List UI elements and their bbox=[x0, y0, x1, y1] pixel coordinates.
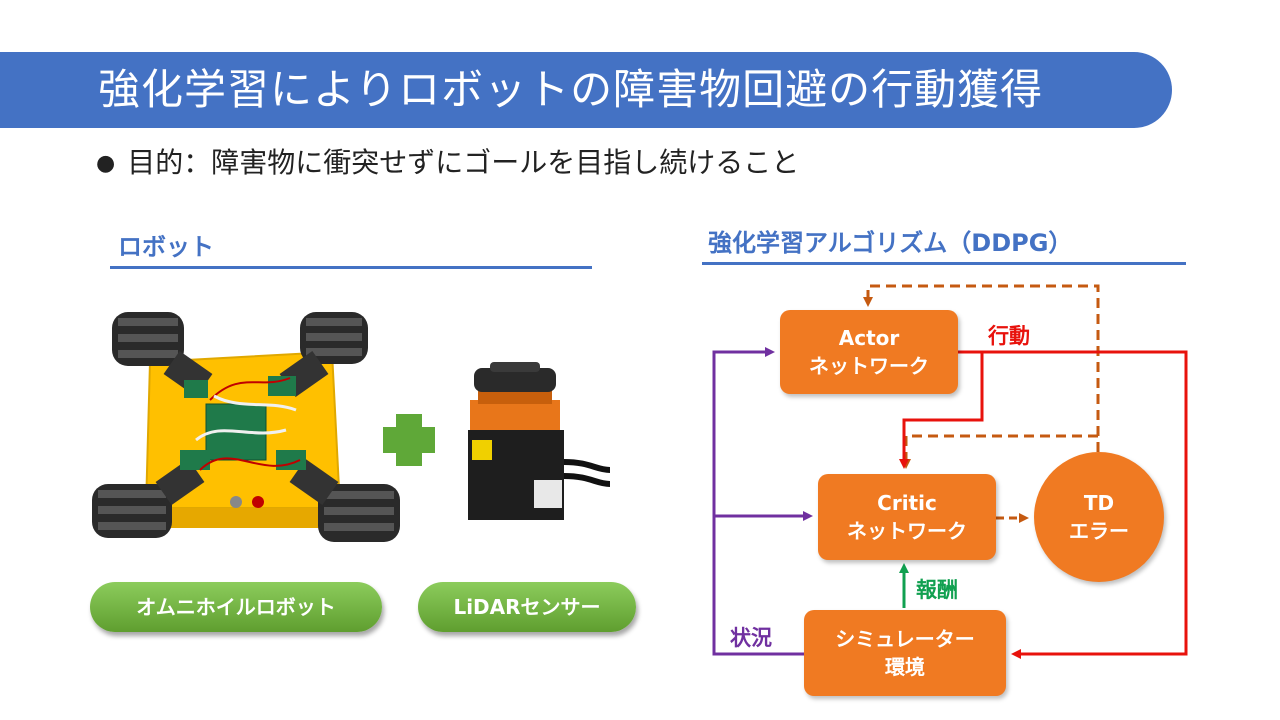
algorithm-section-rule bbox=[702, 262, 1186, 265]
bullet-dot-icon: ● bbox=[96, 151, 116, 176]
algorithm-section-heading: 強化学習アルゴリズム（DDPG） bbox=[708, 229, 1073, 257]
robot-section-heading: ロボット bbox=[118, 233, 214, 261]
td-node-line2: エラー bbox=[1069, 519, 1129, 543]
actor-to-critic-arrow bbox=[899, 350, 984, 469]
plus-icon bbox=[383, 414, 435, 466]
actor-network-node: Actor ネットワーク bbox=[780, 310, 958, 394]
slide-title: 強化学習によりロボットの障害物回避の行動獲得 bbox=[98, 65, 1044, 114]
title-banner bbox=[0, 52, 1172, 128]
actor-node-line2: ネットワーク bbox=[809, 354, 929, 378]
omni-wheel-front-left-icon bbox=[92, 484, 172, 538]
action-label: 行動 bbox=[988, 324, 1030, 348]
omni-wheel-rear-right-icon bbox=[300, 312, 368, 364]
robot-section-rule bbox=[110, 266, 592, 269]
robot-image bbox=[92, 312, 400, 542]
simulator-environment-node: シミュレーター 環境 bbox=[804, 610, 1006, 696]
env-node-line1: シミュレーター bbox=[835, 627, 975, 651]
lidar-sensor-image bbox=[468, 362, 611, 520]
td-to-actor-arrow bbox=[863, 284, 1100, 452]
state-label: 状況 bbox=[730, 626, 772, 650]
td-to-critic-arrow bbox=[901, 434, 1100, 469]
objective-bullet: ● 目的：障害物に衝突せずにゴールを目指し続けること bbox=[96, 143, 799, 183]
objective-text: 目的：障害物に衝突せずにゴールを目指し続けること bbox=[127, 146, 800, 179]
critic-network-node: Critic ネットワーク bbox=[818, 474, 996, 560]
environment-to-actor-arrow bbox=[712, 347, 806, 656]
critic-node-line2: ネットワーク bbox=[847, 519, 967, 543]
omni-wheel-front-right-icon bbox=[318, 484, 400, 542]
critic-node-line1: Critic bbox=[877, 491, 937, 515]
reward-label: 報酬 bbox=[916, 578, 958, 602]
td-error-node: TD エラー bbox=[1034, 452, 1164, 582]
actor-to-environment-arrow bbox=[982, 350, 1188, 659]
omni-wheel-rear-left-icon bbox=[112, 312, 184, 366]
actor-node-line1: Actor bbox=[838, 326, 900, 350]
env-node-line2: 環境 bbox=[885, 655, 925, 679]
td-node-line1: TD bbox=[1083, 491, 1115, 515]
lidar-sensor-label: LiDARセンサー bbox=[418, 582, 636, 632]
omni-wheel-robot-label: オムニホイルロボット bbox=[90, 582, 382, 632]
